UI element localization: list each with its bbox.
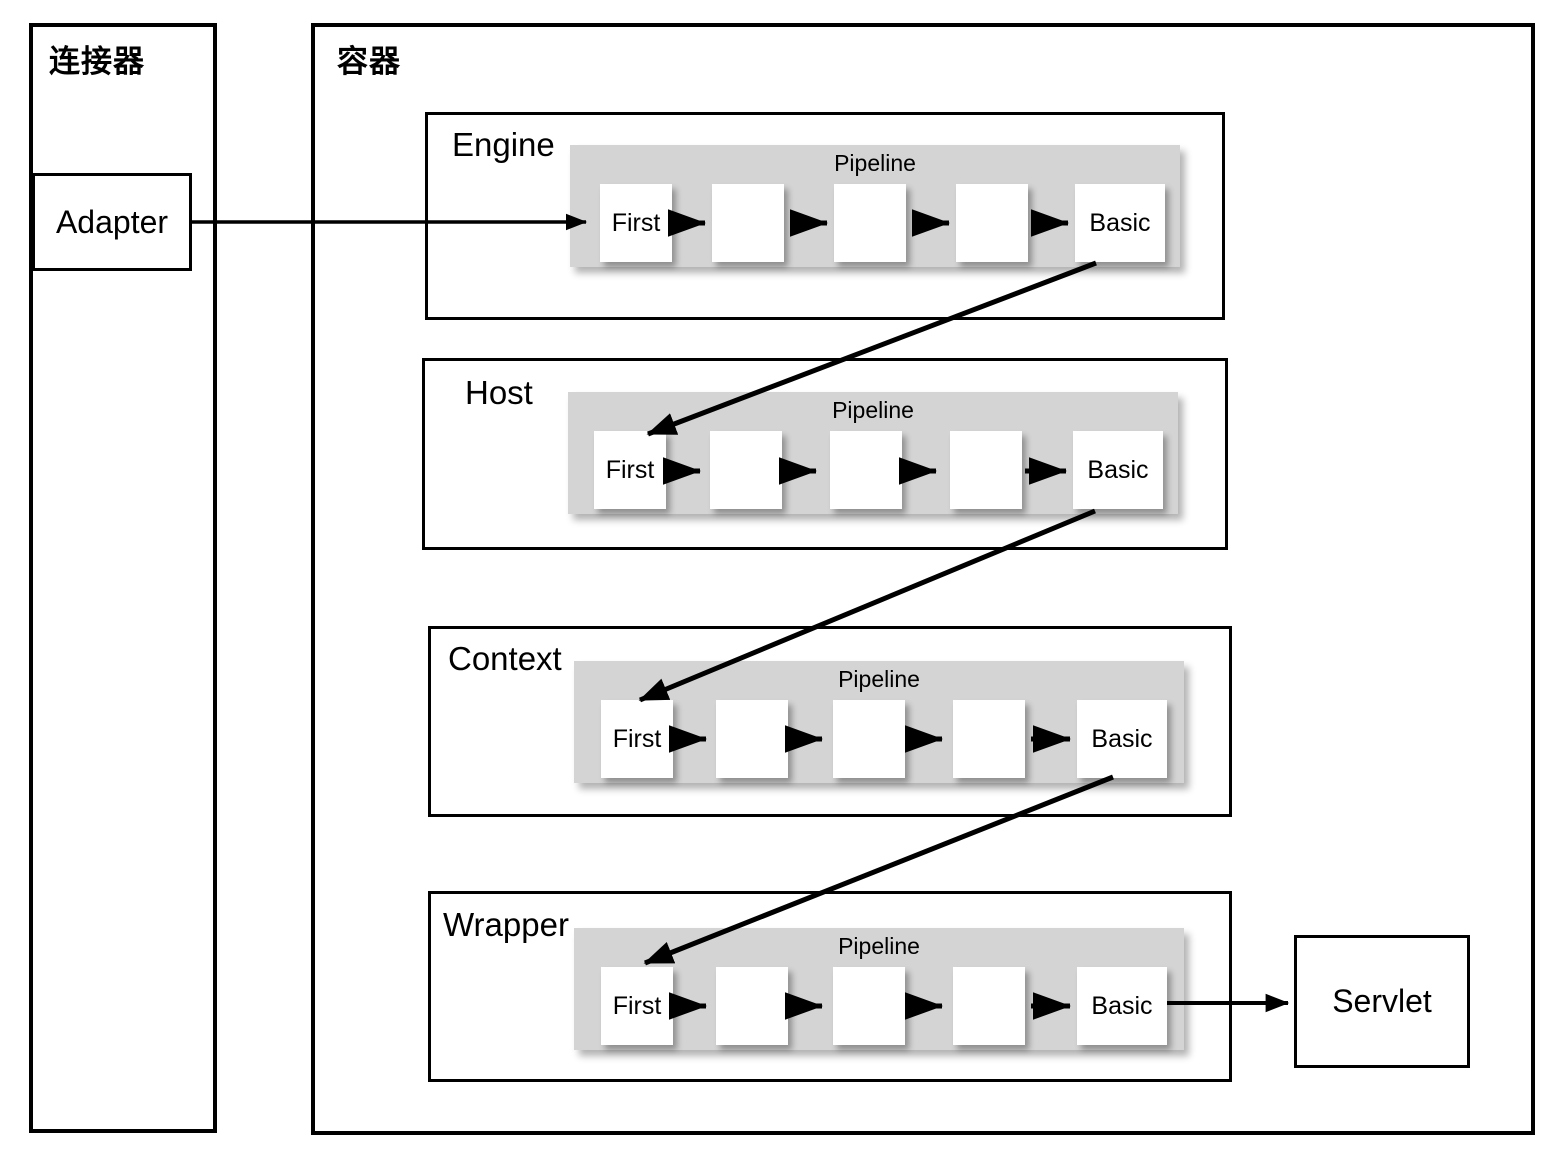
engine-valve-basic[interactable]: Basic: [1075, 184, 1165, 262]
wrapper-pipeline: Pipeline First Basic: [574, 928, 1184, 1050]
wrapper-valve-first[interactable]: First: [601, 967, 673, 1045]
context-valve-first[interactable]: First: [601, 700, 673, 778]
container-title: 容器: [337, 44, 401, 79]
engine-pipeline-label: Pipeline: [834, 150, 916, 176]
engine-valve-first[interactable]: First: [600, 184, 672, 262]
host-title: Host: [465, 374, 533, 411]
connector-frame: [29, 23, 217, 1133]
host-valve-2[interactable]: [710, 431, 782, 509]
servlet-label: Servlet: [1332, 983, 1432, 1019]
context-valve-3[interactable]: [833, 700, 905, 778]
context-valve-2[interactable]: [716, 700, 788, 778]
engine-title: Engine: [452, 126, 555, 163]
adapter-node[interactable]: Adapter: [32, 173, 192, 271]
host-valve-3[interactable]: [830, 431, 902, 509]
host-valve-basic[interactable]: Basic: [1073, 431, 1163, 509]
servlet-node[interactable]: Servlet: [1294, 935, 1470, 1068]
host-valve-4[interactable]: [950, 431, 1022, 509]
engine-pipeline: Pipeline First Basic: [570, 145, 1180, 267]
engine-valve-3[interactable]: [834, 184, 906, 262]
wrapper-valve-4[interactable]: [953, 967, 1025, 1045]
adapter-label: Adapter: [55, 203, 169, 240]
engine-valve-4[interactable]: [956, 184, 1028, 262]
wrapper-valve-2[interactable]: [716, 967, 788, 1045]
context-pipeline: Pipeline First Basic: [574, 661, 1184, 783]
connector-title: 连接器: [49, 44, 145, 79]
context-title: Context: [448, 640, 562, 677]
wrapper-valve-basic[interactable]: Basic: [1077, 967, 1167, 1045]
host-pipeline-label: Pipeline: [832, 397, 914, 423]
context-pipeline-label: Pipeline: [838, 666, 920, 692]
context-valve-4[interactable]: [953, 700, 1025, 778]
wrapper-valve-3[interactable]: [833, 967, 905, 1045]
host-pipeline: Pipeline First Basic: [568, 392, 1178, 514]
host-valve-first[interactable]: First: [594, 431, 666, 509]
context-valve-basic[interactable]: Basic: [1077, 700, 1167, 778]
wrapper-pipeline-label: Pipeline: [838, 933, 920, 959]
engine-valve-2[interactable]: [712, 184, 784, 262]
container-frame: [311, 23, 1535, 1135]
wrapper-title: Wrapper: [443, 906, 569, 943]
